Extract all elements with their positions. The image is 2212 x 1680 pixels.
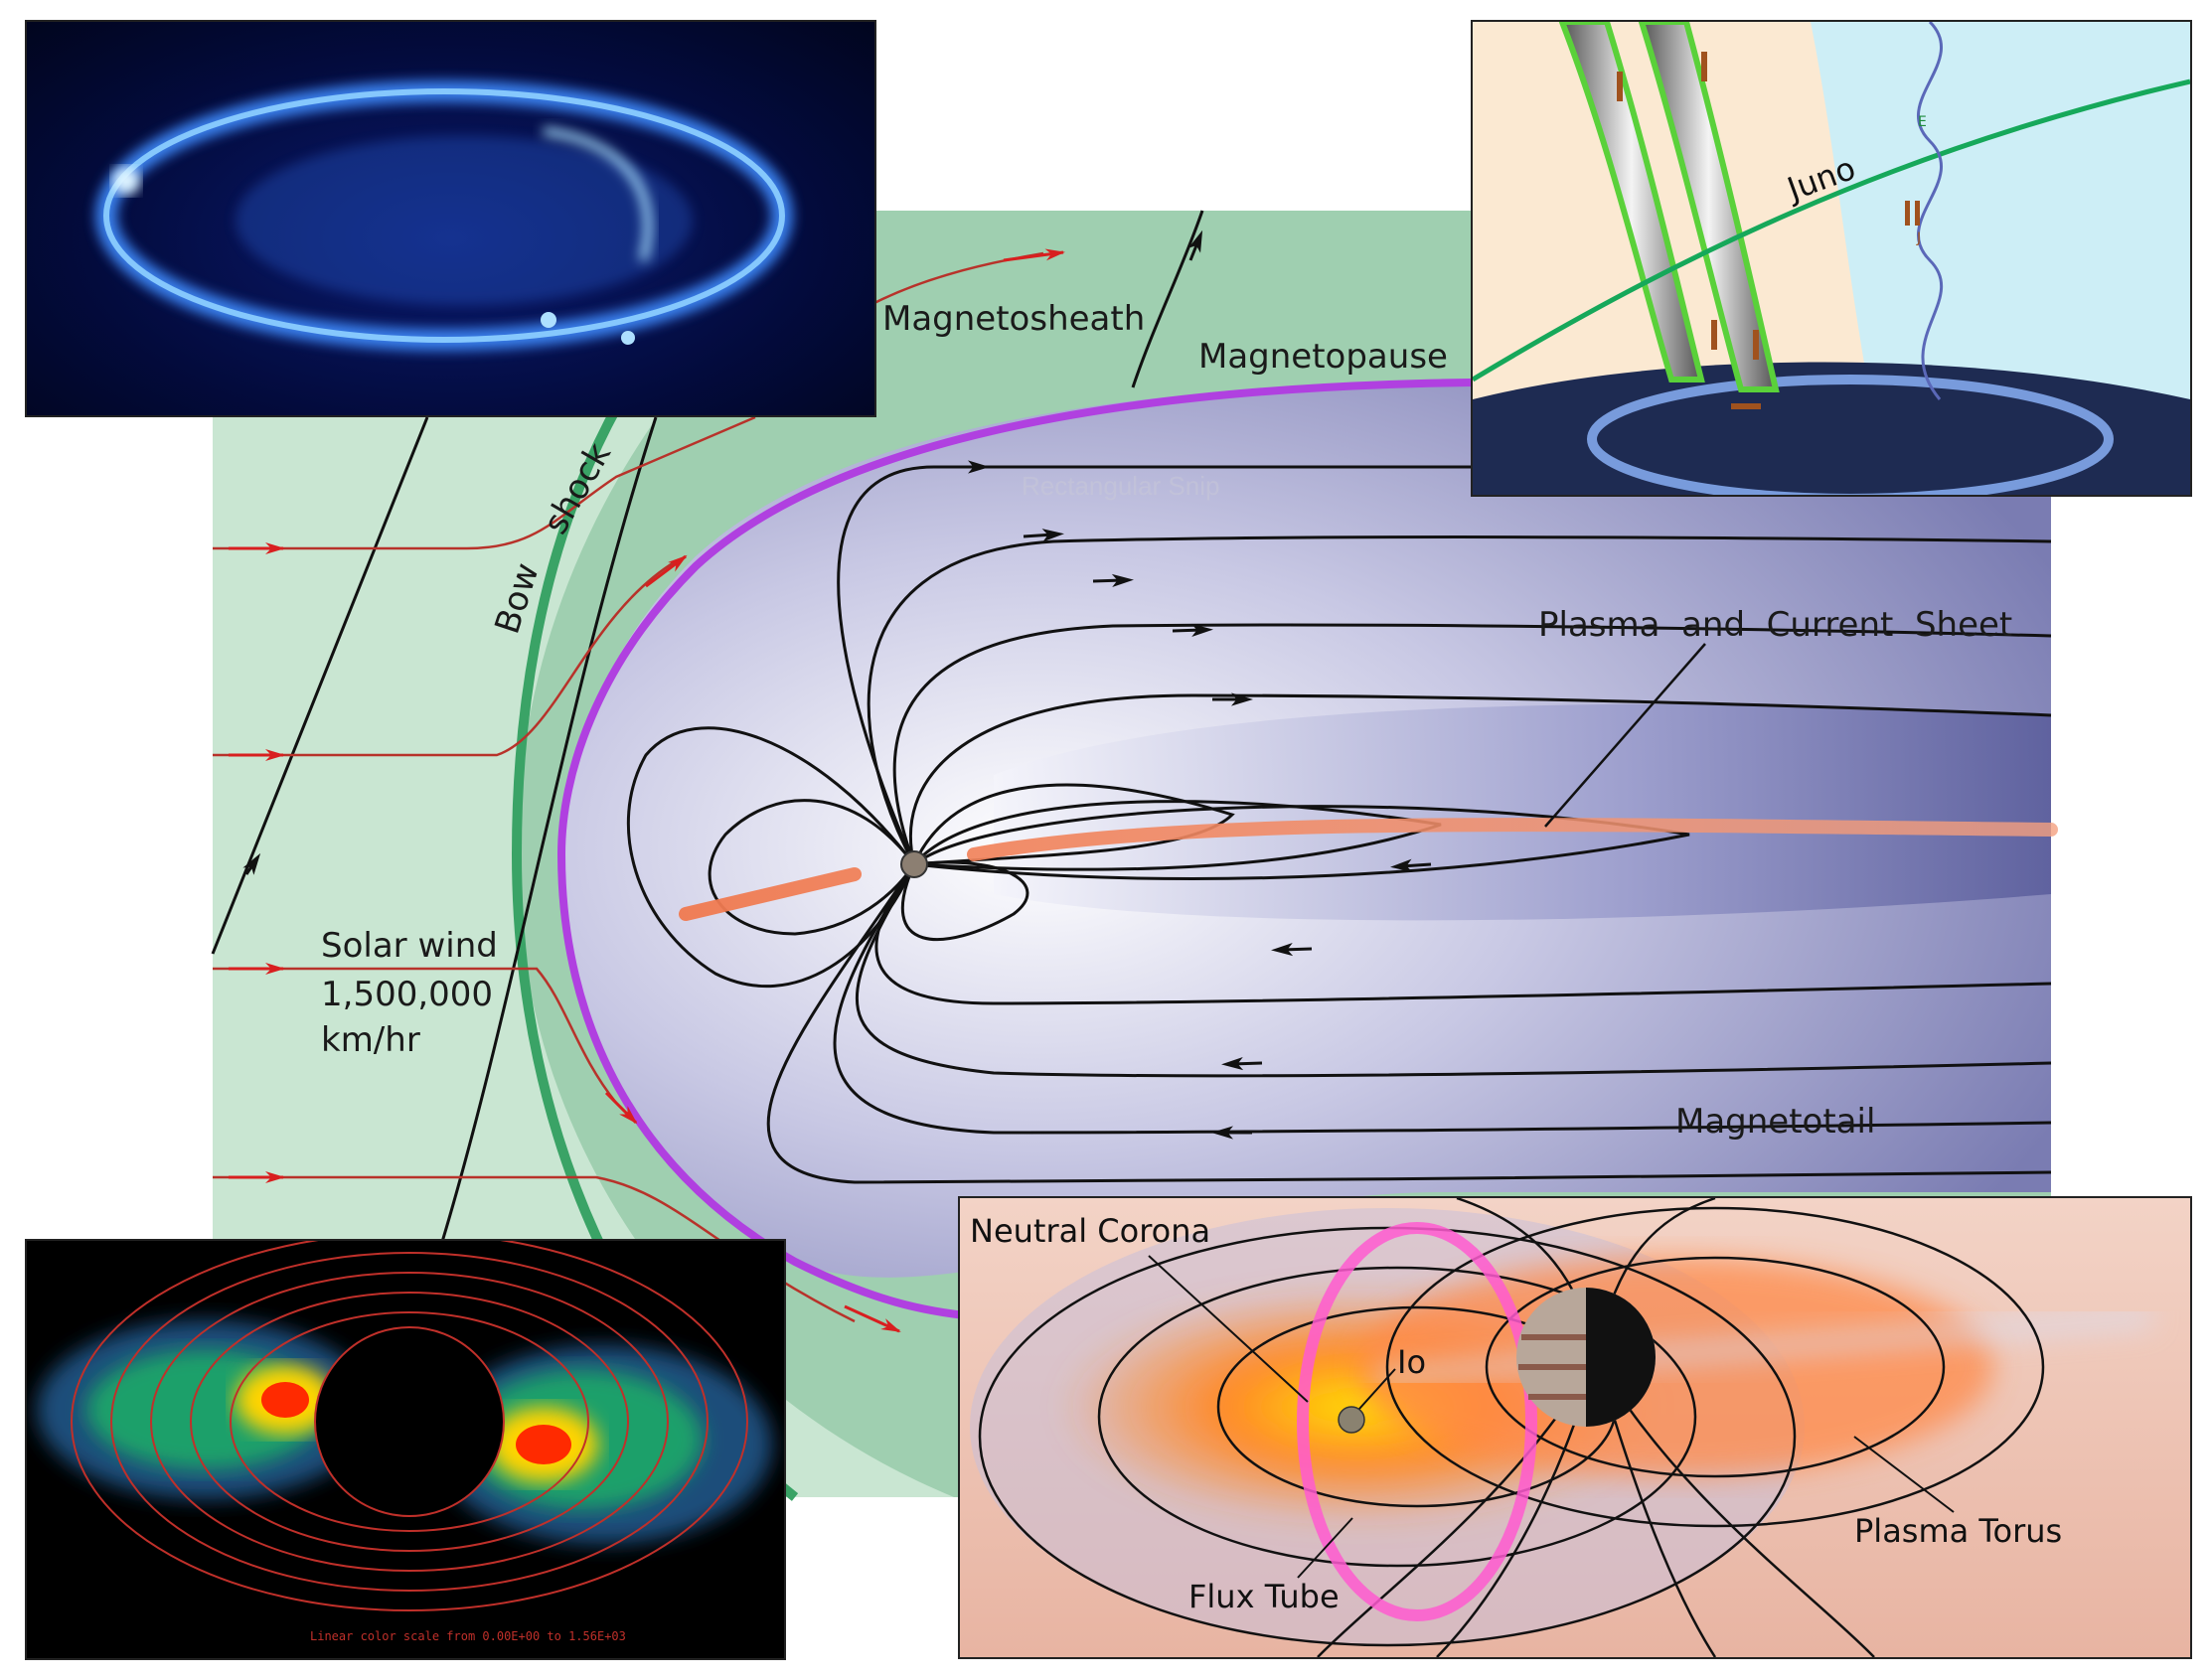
- io-label: Io: [1397, 1343, 1426, 1381]
- flux-tube-label: Flux Tube: [1188, 1578, 1340, 1615]
- e-field-label: E: [1918, 114, 1927, 130]
- plasma-torus-label: Plasma Torus: [1854, 1512, 2062, 1550]
- imf-line: [242, 852, 261, 875]
- aurora-footprint: [1587, 375, 2114, 495]
- uv-aurora-image: [25, 20, 876, 417]
- tail-lobe: [994, 703, 2051, 921]
- jupiter-planet: [900, 850, 928, 878]
- flux-tube-leader: [1297, 1517, 1353, 1579]
- equatorial-plane: [1376, 1308, 2153, 1386]
- io-plasma-torus-inset: Neutral Corona Io Flux Tube Plasma Torus: [958, 1196, 2192, 1659]
- magnetopause-line: [556, 379, 1472, 1320]
- magnetic-field-lines: [626, 465, 2052, 1184]
- l-shell-lines: [71, 1241, 748, 1611]
- flow-arrowheads: [229, 248, 1065, 1333]
- solar-wind-speed: 1,500,000: [321, 975, 493, 1014]
- flux-tube-right: [1638, 22, 1780, 392]
- ghost-snip-text: Rectangular Snip: [1022, 471, 1219, 501]
- magnetotail-label: Magnetotail: [1675, 1102, 1875, 1142]
- current-sheet: [679, 818, 2058, 921]
- aurora-oval: [95, 80, 793, 351]
- magnetosheath-label: Magnetosheath: [882, 299, 1145, 339]
- planet-disc: [314, 1326, 505, 1517]
- current-arrows: [1617, 52, 1920, 409]
- magnetopause-label: Magnetopause: [1198, 337, 1448, 377]
- io-leader: [1358, 1368, 1396, 1410]
- plasma-sheet-leader: [1544, 643, 1706, 828]
- plasma-sheet-label: Plasma and Current Sheet: [1538, 605, 2012, 645]
- plasma-torus-leader: [1853, 1436, 1955, 1513]
- juno-trajectory: [1473, 78, 2190, 382]
- imf-line: [440, 416, 658, 1243]
- io-moon: [1338, 1406, 1365, 1434]
- alfven-wave: [1916, 22, 1944, 400]
- field-arrowheads: [954, 460, 1432, 1140]
- jupiter-planet: [1516, 1288, 1656, 1427]
- solar-wind-flow: [213, 251, 1044, 1323]
- flux-tube-loop: [1297, 1222, 1537, 1621]
- neutral-corona-leader: [1148, 1255, 1309, 1403]
- flux-tube-left: [1558, 22, 1705, 382]
- solar-wind-unit: km/hr: [321, 1020, 420, 1060]
- color-scale-caption: Linear color scale from 0.00E+00 to 1.56…: [310, 1629, 626, 1643]
- imf-line: [1187, 229, 1203, 261]
- solar-wind-label: Solar wind: [321, 926, 498, 966]
- j-current-label: J: [1916, 230, 1921, 246]
- neutral-corona-label: Neutral Corona: [970, 1212, 1210, 1250]
- juno-flux-tube-inset: Juno E J: [1471, 20, 2192, 497]
- radiation-belt-map: Linear color scale from 0.00E+00 to 1.56…: [25, 1239, 786, 1660]
